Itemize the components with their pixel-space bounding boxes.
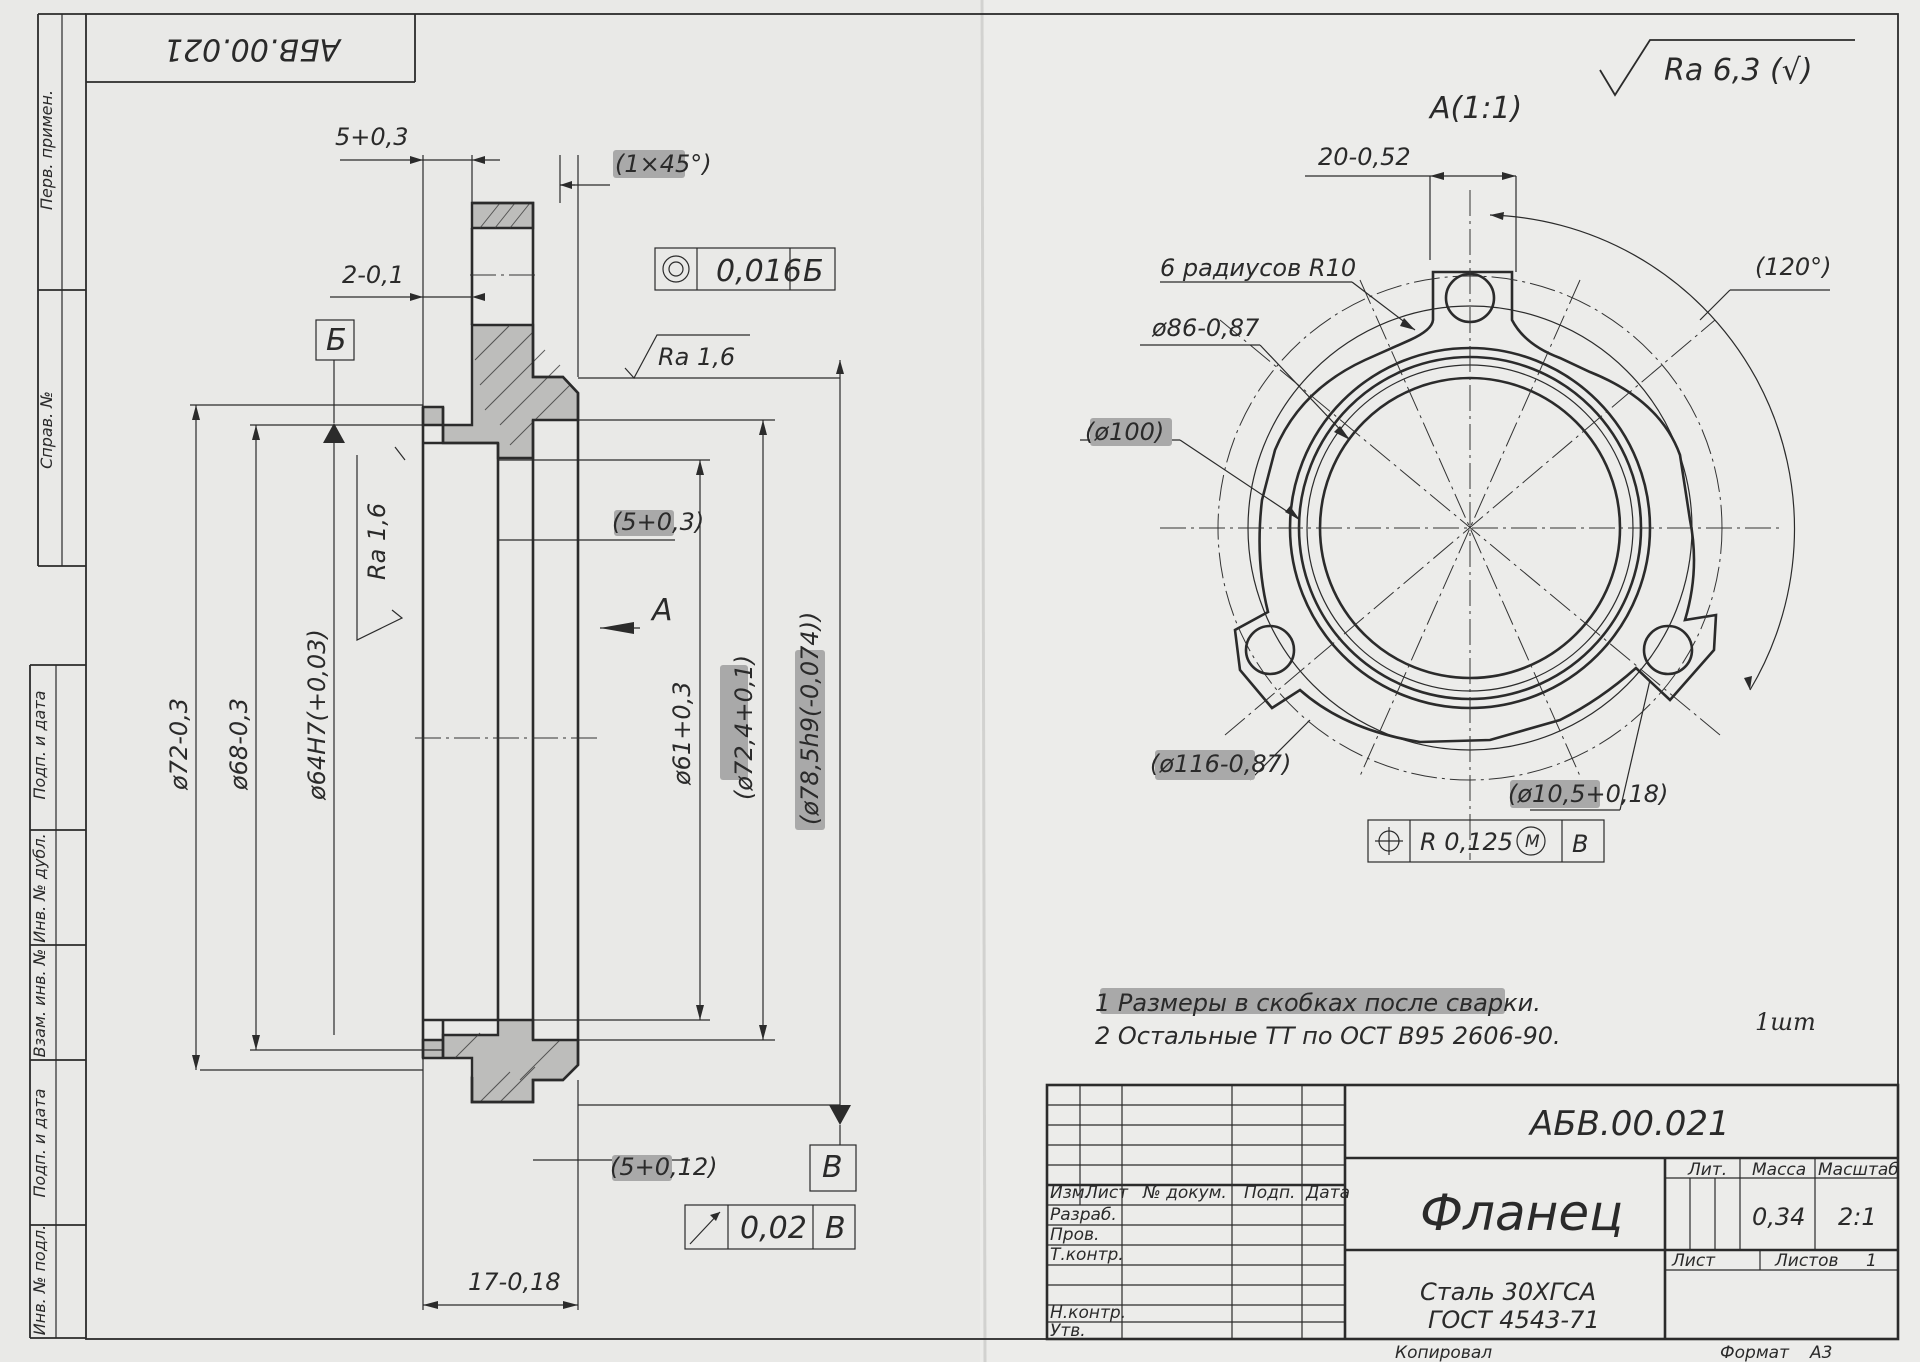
left-margin-strip [29, 13, 86, 1339]
margin-label: Инв. № подл. [30, 1225, 49, 1335]
material-line-2: ГОСТ 4543-71 [1428, 1306, 1600, 1334]
dia-100-label: (ø100) [1085, 418, 1164, 446]
col-header-doc: № докум. [1142, 1183, 1227, 1203]
roughness-general-label: Ra 6,3 (√) [1664, 53, 1813, 88]
chamfer-label: (1×45°) [615, 150, 712, 178]
dim-2-label: 2-0,1 [342, 261, 404, 289]
dia-68-label: ø68-0,3 [225, 698, 253, 791]
role-norm-control: Н.контр. [1050, 1303, 1126, 1323]
margin-label: Подп. и дата [30, 691, 49, 800]
drawing-frame [85, 13, 1899, 1340]
dia-72-label: ø72-0,3 [165, 698, 193, 791]
material-line-1: Сталь 30ХГСА [1420, 1278, 1596, 1306]
flange-outline [1233, 270, 1718, 744]
dia-61-label: ø61+0,3 [668, 682, 696, 787]
bolt-hole-left [1244, 624, 1296, 676]
dim-5-label: 5+0,3 [335, 123, 409, 151]
format-value: А3 [1809, 1343, 1832, 1362]
col-header-date: Дата [1305, 1183, 1350, 1203]
sheets-value: 1 [1866, 1251, 1877, 1271]
part-name: Фланец [1420, 1184, 1623, 1242]
radii-note: 6 радиусов R10 [1160, 254, 1356, 282]
role-checker: Пров. [1050, 1225, 1099, 1245]
view-a [1080, 39, 1855, 863]
role-developer: Разраб. [1050, 1205, 1117, 1225]
role-approved: Утв. [1050, 1321, 1086, 1341]
dim-5-012-label: (5+0,12) [610, 1153, 718, 1181]
runout-datum: Б [803, 254, 824, 289]
dia-116-label: (ø116-0,87) [1150, 750, 1291, 778]
position-frame [1367, 819, 1605, 863]
dim-5-bracket-label: (5+0,3) [612, 508, 704, 536]
col-header-sign: Подп. [1244, 1183, 1295, 1203]
title-block [1045, 1083, 1900, 1341]
fold-line [980, 0, 987, 1362]
lit-label: Лит. [1687, 1160, 1727, 1180]
scale-value: 2:1 [1838, 1203, 1877, 1231]
copied-label: Копировал [1395, 1343, 1492, 1362]
face-runout-value: 0,02 [740, 1211, 807, 1246]
col-header-izm: Изм. [1050, 1183, 1090, 1203]
face-runout-datum: В [825, 1211, 846, 1246]
title-block-number: АБВ.00.021 [1528, 1104, 1730, 1144]
mass-value: 0,34 [1752, 1203, 1805, 1231]
position-tol-value: R 0,125 [1420, 828, 1513, 856]
margin-label: Справ. № [37, 391, 56, 469]
dia-hole-label: (ø10,5+0,18) [1508, 780, 1668, 808]
datum-v-label: В [822, 1150, 843, 1185]
dia-64-label: ø64H7(+0,03) [303, 629, 331, 801]
section-view [190, 150, 857, 1310]
angle-120-label: (120°) [1755, 253, 1832, 281]
col-header-list: Лист [1084, 1183, 1129, 1203]
roughness-general-symbol [1599, 39, 1855, 97]
handwritten-qty: 1шт [1755, 1008, 1816, 1036]
drawing-number-rotated: АБВ.00.021 [164, 32, 342, 67]
note-1: 1 Размеры в скобках после сварки. [1095, 989, 1541, 1017]
scale-label: Масштаб [1818, 1160, 1899, 1180]
dia-78-label: (ø78,5h9(-0,074)) [796, 612, 824, 825]
note-2: 2 Остальные ТТ по ОСТ В95 2606-90. [1095, 1022, 1561, 1050]
roughness-bore-label: Ra 1,6 [363, 503, 391, 580]
format-label: Формат [1720, 1343, 1790, 1362]
view-a-title: А(1:1) [1428, 91, 1522, 126]
roughness-top-label: Ra 1,6 [658, 343, 735, 371]
position-mod: M [1525, 832, 1540, 852]
dim-20-label: 20-0,52 [1318, 143, 1411, 171]
bolt-hole-right [1642, 624, 1694, 676]
margin-label: Взам. инв. № [30, 949, 49, 1058]
angle-arc [1489, 214, 1796, 691]
face-runout-frame [684, 1204, 856, 1250]
dia-86-label: ø86-0,87 [1151, 314, 1260, 342]
section-labels: 5+0,3 (1×45°) 2-0,1 Б 0,016 Б Ra 1,6 Ra … [165, 123, 846, 1296]
dim-17-label: 17-0,18 [468, 1268, 561, 1296]
margin-label: Подп. и дата [30, 1089, 49, 1198]
sheet-label: Лист [1671, 1251, 1716, 1271]
runout-frame [654, 247, 836, 291]
notes: 1 Размеры в скобках после сварки. 2 Оста… [1095, 988, 1816, 1050]
role-tech-control: Т.контр. [1050, 1245, 1124, 1265]
margin-label: Инв. № дубл. [30, 833, 49, 942]
view-a-arrow-label: А [650, 593, 673, 628]
margin-label: Перв. примен. [37, 90, 56, 210]
runout-value: 0,016 [716, 254, 802, 289]
mass-label: Масса [1752, 1160, 1806, 1180]
position-datum: В [1572, 830, 1588, 858]
datum-b-label: Б [326, 323, 347, 358]
title-block-labels: АБВ.00.021 Фланец Сталь 30ХГСА ГОСТ 4543… [1050, 1104, 1899, 1362]
sheets-label: Листов [1774, 1251, 1839, 1271]
dia-72-4-label: (ø72,4+0,1) [730, 655, 758, 800]
view-a-labels: А(1:1) 20-0,52 6 радиусов R10 ø86-0,87 (… [1085, 53, 1832, 858]
